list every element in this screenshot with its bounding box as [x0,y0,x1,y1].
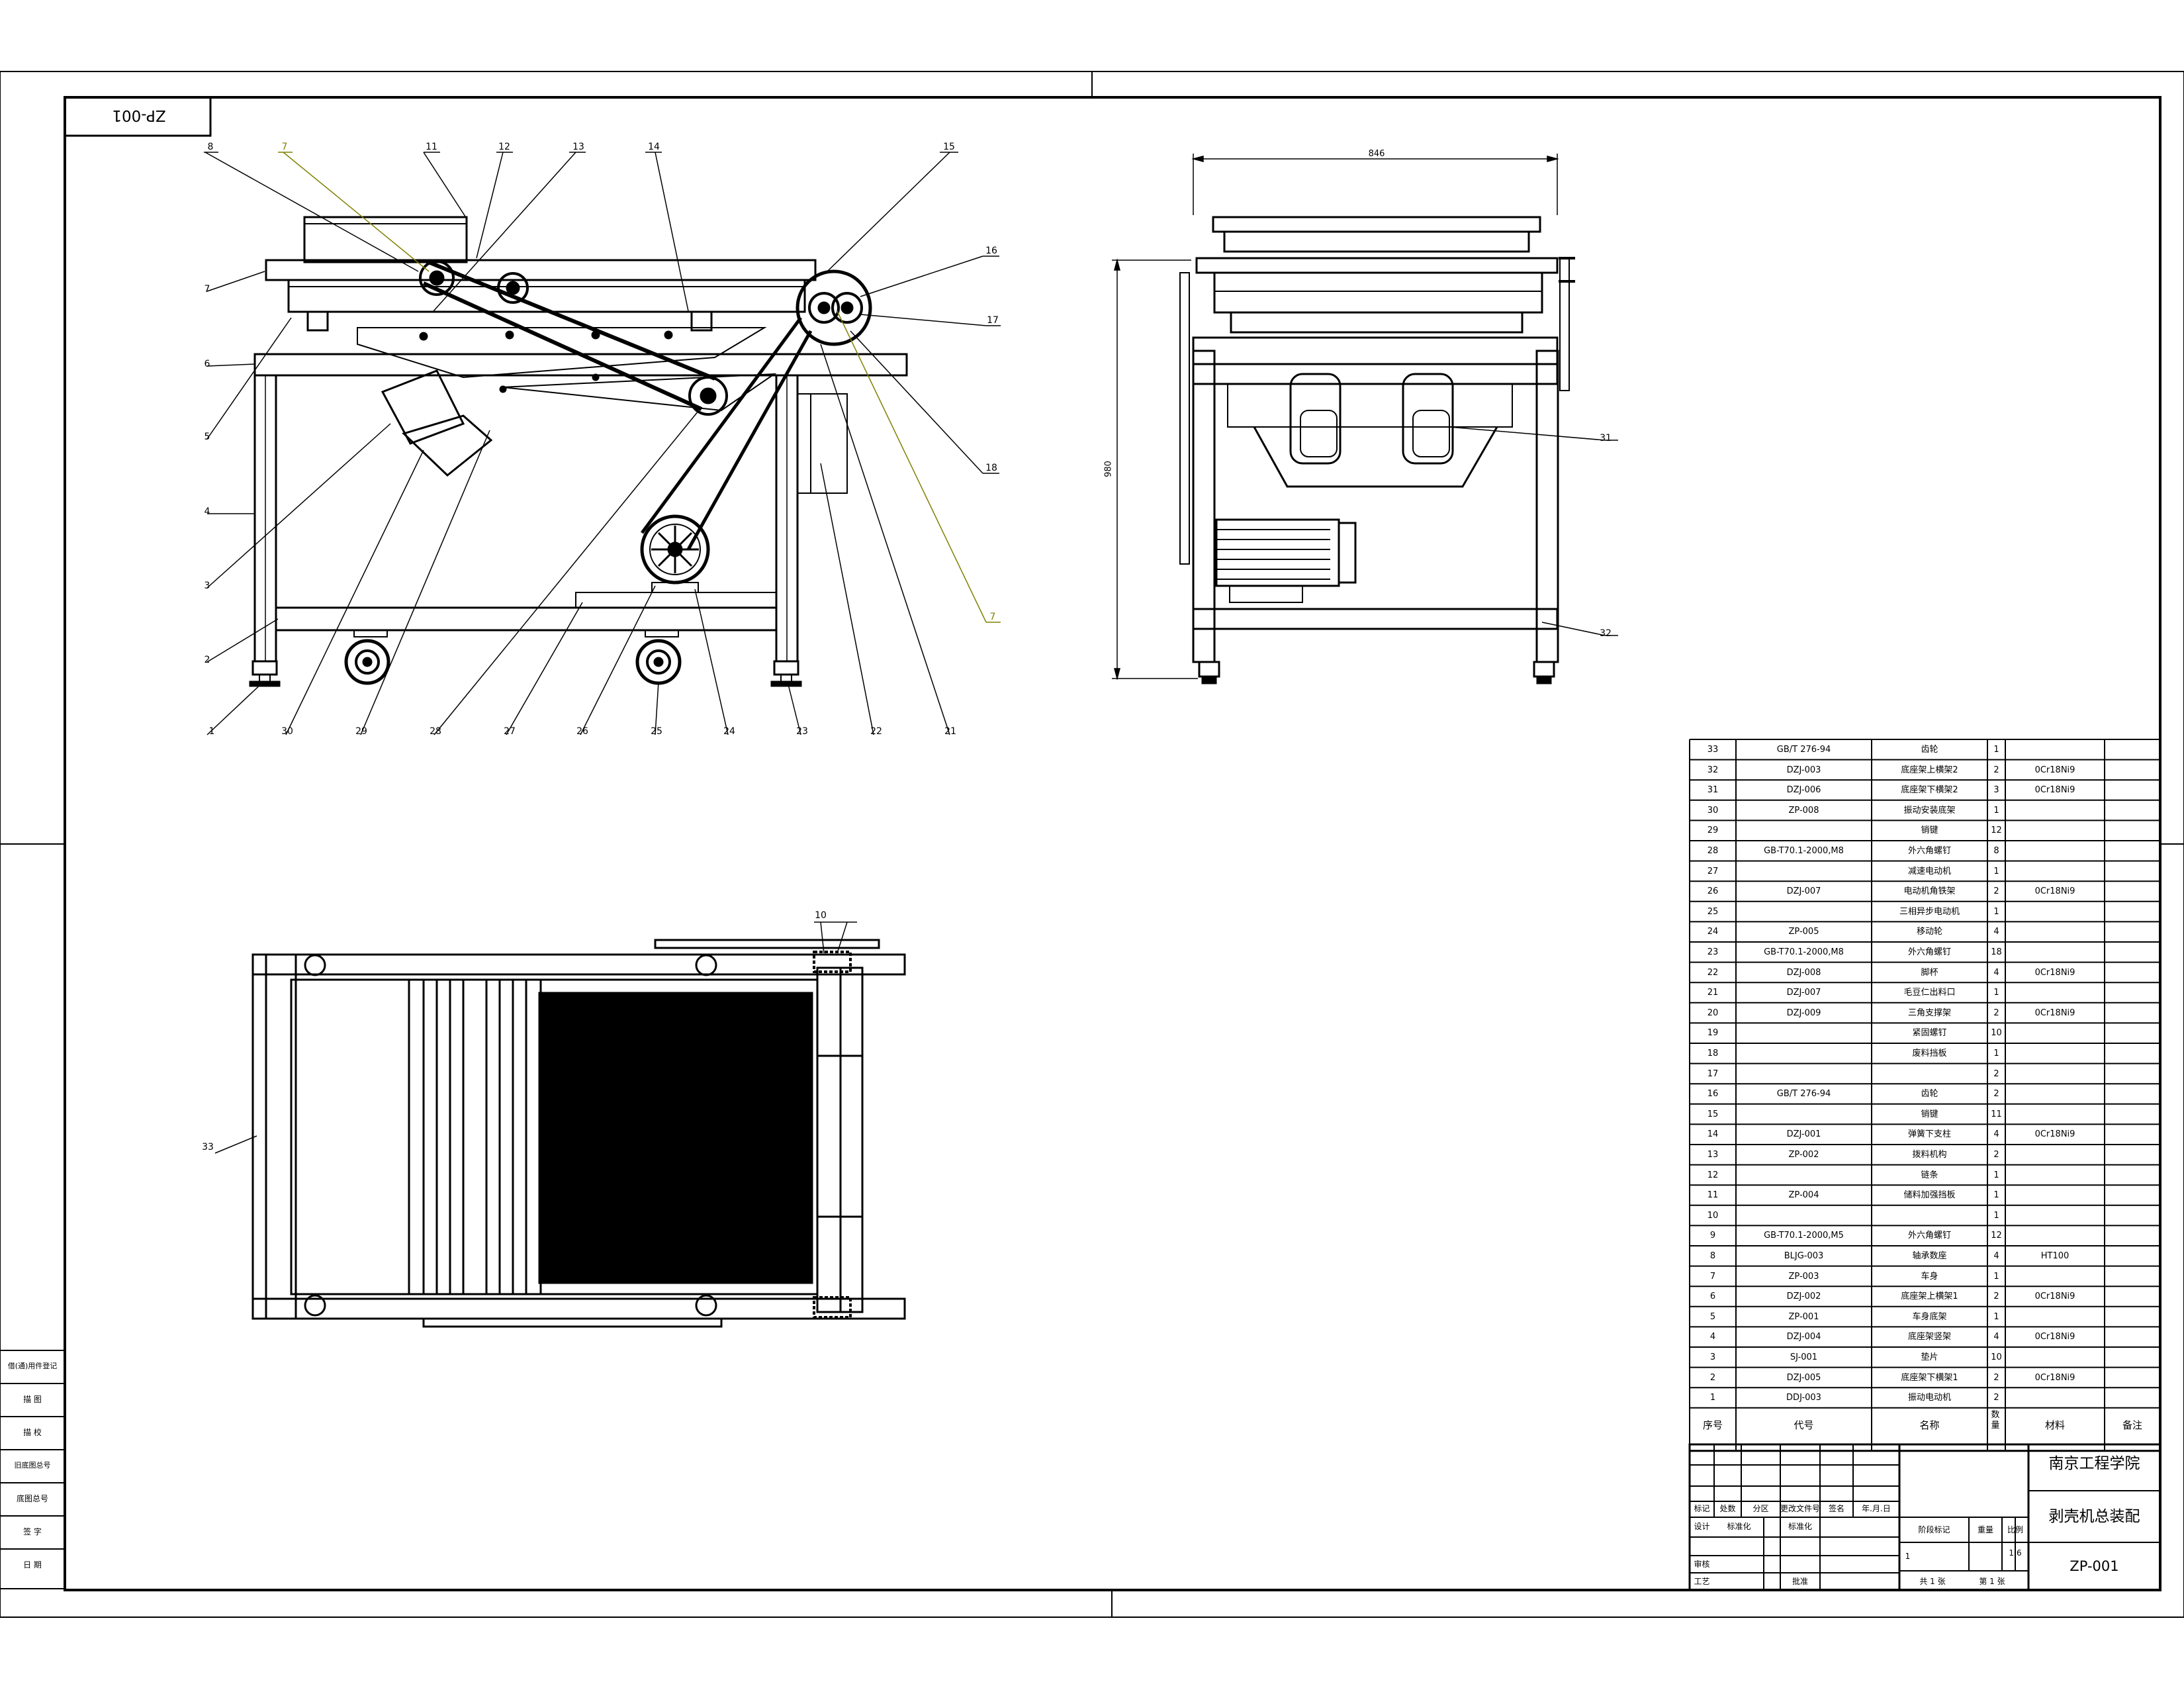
side-view [1179,216,1575,684]
top-view [251,939,906,1328]
bom-grid [1689,739,2161,1452]
side-dimensions [1112,154,1618,680]
sieve-area [538,992,813,1284]
outer-border [0,71,2184,1618]
inner-border [64,96,2161,1591]
left-strip [0,1350,66,1589]
top-leaders [214,921,857,1154]
title-block [1688,1443,2161,1591]
rotated-code-box [64,96,212,137]
front-view [249,216,908,687]
front-leaders [204,152,1001,735]
